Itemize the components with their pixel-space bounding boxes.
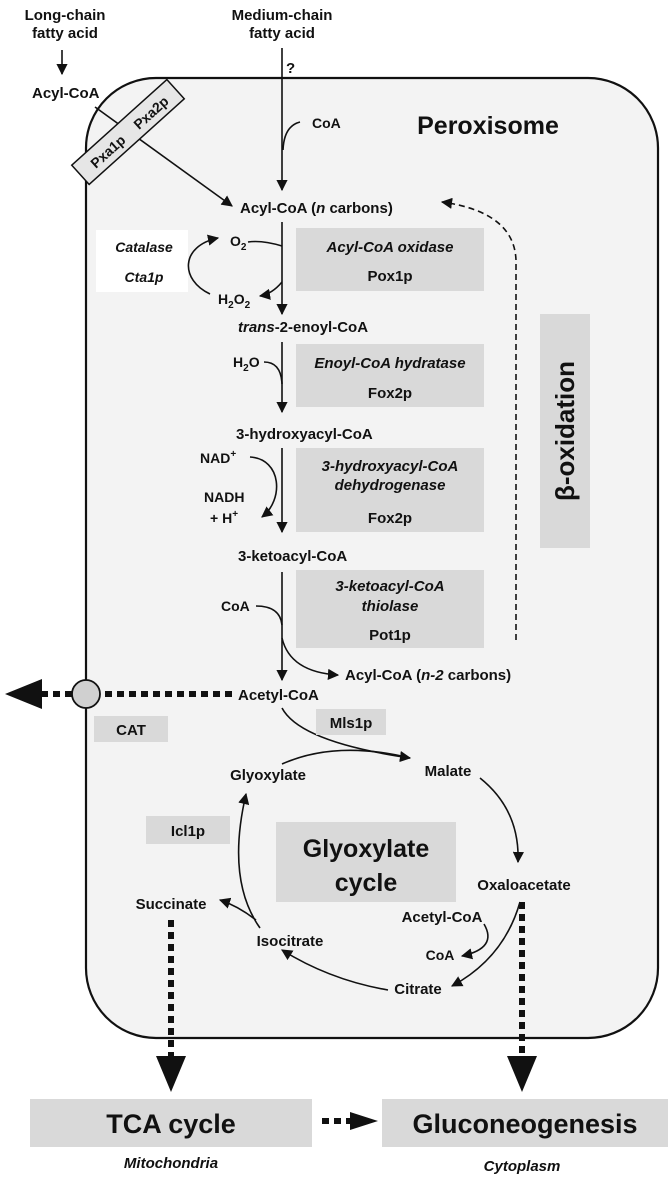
acetyl-export-arrowhead <box>5 679 42 709</box>
coa-entry-label: CoA <box>312 115 341 131</box>
acyl-coa-outside: Acyl-CoA <box>32 85 100 102</box>
beta-oxidation-box <box>540 314 590 548</box>
long-chain-label-1: Long-chain <box>25 7 106 24</box>
glyoxylate-cycle-line2: cycle <box>335 869 398 897</box>
cat-label: CAT <box>116 722 146 739</box>
glyoxylate-cycle-box <box>276 822 456 902</box>
mls1p-label: Mls1p <box>330 715 373 732</box>
peroxisome-membrane <box>84 76 660 1040</box>
enzyme3-name-line2: dehydrogenase <box>335 477 446 494</box>
cytoplasm-label: Cytoplasm <box>484 1158 561 1175</box>
tca-cycle-box <box>30 1099 312 1147</box>
enzyme2-box <box>296 344 484 407</box>
enzyme4-name-line1: 3-ketoacyl-CoA <box>335 578 444 595</box>
enzyme1-name: Acyl-CoA oxidase <box>326 239 454 256</box>
enzyme2-name: Enoyl-CoA hydratase <box>314 355 465 372</box>
o2-label: O2 <box>230 233 247 253</box>
acetyl-coa-cycle-label: Acetyl-CoA <box>402 909 483 926</box>
nad-label: NAD+ <box>200 449 236 466</box>
unknown-transport-mark: ? <box>286 60 295 77</box>
enzyme4-box <box>296 570 484 648</box>
ketoacyl-coa: 3-ketoacyl-CoA <box>238 548 347 565</box>
catalase-cycle-arrow <box>187 234 220 295</box>
cat-box <box>94 716 168 742</box>
o2-arrow <box>247 240 283 247</box>
malate-label: Malate <box>425 763 472 780</box>
enzyme3-name-line1: 3-hydroxyacyl-CoA <box>322 458 459 475</box>
long-chain-label-2: fatty acid <box>32 25 98 42</box>
enzyme3-box <box>296 448 484 532</box>
isocitrate-to-glyoxylate-arrow <box>237 792 261 929</box>
citrate-to-isocitrate-arrow <box>281 949 389 991</box>
coa-thiolase-arrow <box>255 605 283 626</box>
medium-chain-label-1: Medium-chain <box>232 7 333 24</box>
acyl-coa-n2: Acyl-CoA (n-2 carbons) <box>345 667 511 684</box>
oxaloacetate-export-arrowhead <box>507 1056 537 1092</box>
acetyl-coa-cycle-arrow <box>460 923 489 960</box>
glyoxylate-label: Glyoxylate <box>230 767 306 784</box>
cta1p-label: Cta1p <box>125 269 164 285</box>
succinate-label: Succinate <box>136 896 207 913</box>
acetyl-to-malate-arrow <box>281 707 412 763</box>
malate-to-oxaloacetate-arrow <box>479 777 524 864</box>
mls1p-box <box>316 709 386 735</box>
oxaloacetate-label: Oxaloacetate <box>477 877 570 894</box>
h2o2-label: H2O2 <box>218 291 251 311</box>
coa-entry-arrow <box>282 121 301 151</box>
succinate-export-arrowhead <box>156 1056 186 1092</box>
mitochondria-label: Mitochondria <box>124 1155 218 1172</box>
isocitrate-to-succinate-arrow <box>218 897 257 921</box>
enzyme3-gene: Fox2p <box>368 510 412 527</box>
coa-cycle-label: CoA <box>426 947 455 963</box>
tca-cycle-label: TCA cycle <box>106 1109 236 1139</box>
hydroxyacyl-coa: 3-hydroxyacyl-CoA <box>236 426 373 443</box>
nadh-label: NADH <box>204 489 244 505</box>
cat-transporter <box>71 679 101 709</box>
glyoxylate-cycle-line1: Glyoxylate <box>303 835 430 863</box>
icl1p-box <box>146 816 230 844</box>
beta-oxidation-return-arrow <box>440 197 517 640</box>
enzyme4-gene: Pot1p <box>369 627 411 644</box>
enzyme1-box <box>296 228 484 291</box>
nad-arrow <box>249 456 278 518</box>
enzyme1-gene: Pox1p <box>367 268 412 285</box>
tca-to-gluconeogenesis-arrowhead <box>350 1112 378 1130</box>
trans-enoyl-coa: trans-2-enoyl-CoA <box>238 319 368 336</box>
gluconeogenesis-box <box>382 1099 668 1147</box>
icl1p-label: Icl1p <box>171 823 205 840</box>
catalase-box <box>96 230 188 292</box>
coa-thiolase-label: CoA <box>221 598 250 614</box>
gluconeogenesis-label: Gluconeogenesis <box>412 1109 637 1139</box>
peroxisome-title: Peroxisome <box>417 112 559 140</box>
hplus-label: + H+ <box>210 509 238 526</box>
enzyme2-gene: Fox2p <box>368 385 412 402</box>
medium-chain-label-2: fatty acid <box>249 25 315 42</box>
enzyme4-name-line2: thiolase <box>362 598 419 615</box>
isocitrate-label: Isocitrate <box>257 933 324 950</box>
glyoxylate-to-malate-arc <box>281 749 411 765</box>
h2o-arrow <box>263 361 283 385</box>
citrate-label: Citrate <box>394 981 442 998</box>
beta-oxidation-label: β-oxidation <box>550 361 580 501</box>
h2o-label: H2O <box>233 354 260 374</box>
h2o2-arrow <box>258 281 283 300</box>
acetyl-coa: Acetyl-CoA <box>238 687 319 704</box>
catalase-label: Catalase <box>115 239 173 255</box>
oxaloacetate-to-citrate-arrow <box>451 901 521 987</box>
acyl-n2-arrow <box>281 637 340 680</box>
acyl-coa-n: Acyl-CoA (n carbons) <box>240 200 393 217</box>
